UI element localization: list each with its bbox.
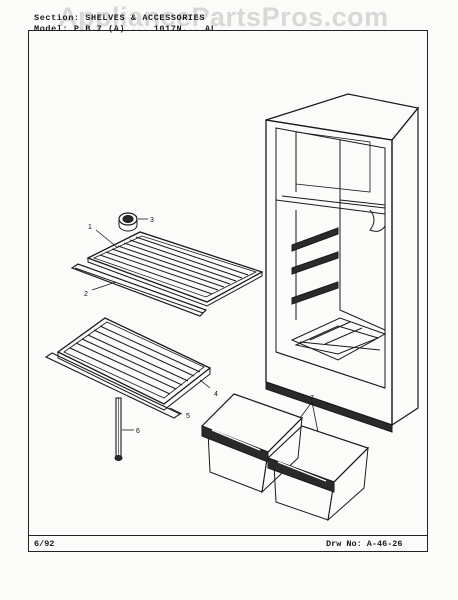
callout-2: 2: [84, 291, 88, 298]
crisper-drawers: [200, 393, 370, 522]
model-line: Model: P.B.7 (A) ... 1017N... AL: [34, 24, 217, 34]
callout-5: 5: [186, 413, 190, 420]
callout-6: 6: [136, 428, 140, 435]
shelf-front-trim: [70, 263, 208, 317]
section-title: Section: SHELVES & ACCESSORIES: [34, 13, 206, 23]
callout-4: 4: [214, 391, 218, 398]
callout-leaders: [91, 218, 319, 433]
footer-date: 6/92: [34, 539, 55, 549]
lower-shelf: [44, 317, 212, 419]
callout-1: 1: [88, 224, 92, 231]
drawing-number: Drw No: A-46-26: [326, 539, 403, 549]
callout-7: 7: [310, 395, 314, 402]
top-shelf: [86, 231, 264, 307]
callout-3: 3: [150, 217, 154, 224]
footer-divider: [28, 535, 428, 536]
support-rod: [114, 397, 123, 461]
drawing-frame: [28, 30, 428, 552]
watermark-text: AppliancePartsPros.com: [58, 2, 389, 32]
refrigerator-cabinet: [265, 93, 420, 433]
shelf-end-cap: [118, 212, 138, 232]
